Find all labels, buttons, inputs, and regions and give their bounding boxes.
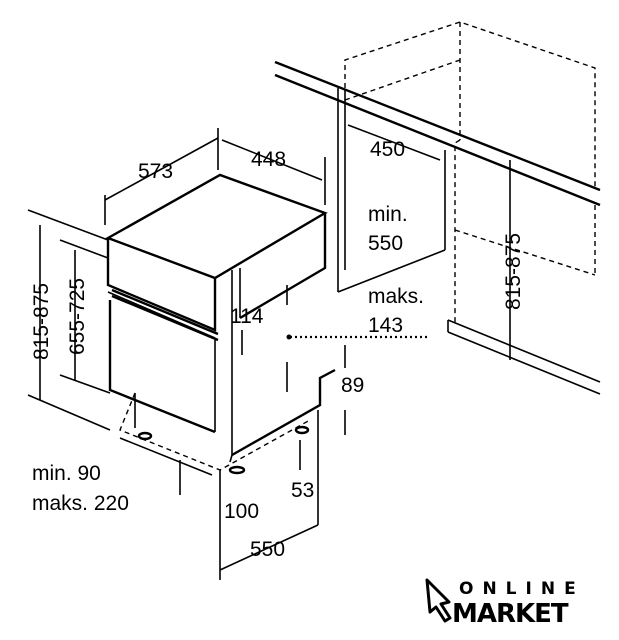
logo-line2: MARKET	[452, 599, 569, 629]
dim-plinth-max-220: maks. 220	[32, 492, 129, 515]
dim-panel-114: 114	[230, 305, 264, 328]
dim-niche-450: 450	[370, 138, 405, 161]
dim-panel-max-143: 143	[368, 314, 403, 337]
dim-foot-100: 100	[224, 500, 259, 523]
dim-plinth-min-90: min. 90	[32, 462, 101, 485]
dishwasher-body	[105, 173, 430, 475]
kitchen-cabinet	[274, 21, 601, 395]
logo-line1: ONLINE	[459, 579, 585, 599]
dim-height-815-875-right: 815-875	[502, 233, 525, 310]
dim-height-815-875-left: 815-875	[30, 283, 53, 360]
dim-width-448: 448	[251, 148, 286, 171]
dim-plinth-89: 89	[341, 374, 364, 397]
dim-min-label: min.	[368, 203, 408, 226]
online-market-logo: ONLINE MARKET	[425, 578, 585, 629]
dimension-lines	[27, 124, 511, 580]
dim-depth-573: 573	[138, 160, 173, 183]
dim-niche-min-550: 550	[368, 232, 403, 255]
dim-height-655-725: 655-725	[66, 278, 89, 355]
cursor-icon	[425, 578, 452, 623]
dim-depth-550: 550	[250, 538, 285, 561]
dim-foot-53: 53	[291, 479, 314, 502]
dim-maks-label: maks.	[368, 285, 424, 308]
